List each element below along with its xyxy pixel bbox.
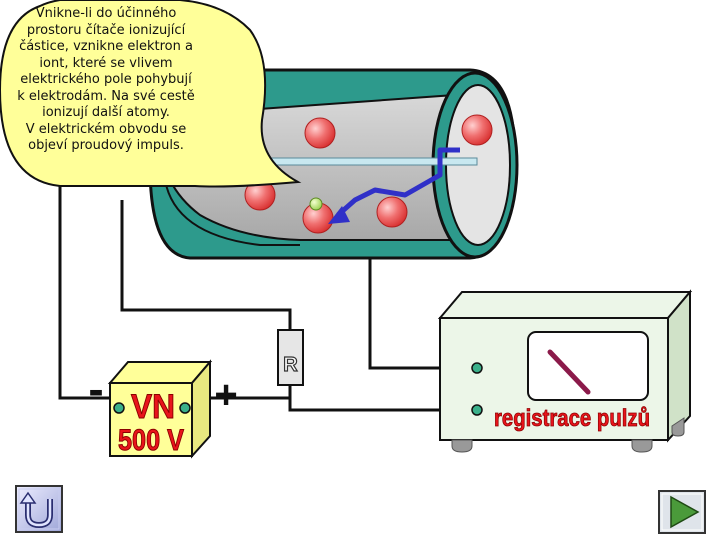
register-foot-back <box>671 417 685 437</box>
register-side <box>667 289 691 443</box>
register-foot-left <box>451 439 473 453</box>
psu-terminal-minus <box>113 402 125 414</box>
meter-needle <box>547 349 591 395</box>
psu-terminal-plus <box>179 402 191 414</box>
register-label: registrace pulzů <box>494 405 650 432</box>
tube-left-edge <box>164 179 300 246</box>
callout-bubble <box>0 0 302 188</box>
back-button[interactable] <box>15 485 63 533</box>
next-button[interactable] <box>658 490 706 534</box>
pulse-register: registrace pulzů <box>437 289 693 453</box>
positive-ion <box>376 196 408 228</box>
wire-cathode <box>120 200 292 330</box>
play-arrow-icon <box>670 495 700 529</box>
power-supply: VN 500 V - + <box>88 359 238 459</box>
positive-ion <box>461 114 493 146</box>
electron-path-arrow <box>336 147 460 217</box>
psu-label-vn: VN <box>131 388 175 426</box>
psu-label-voltage: 500 V <box>118 424 184 457</box>
register-terminal-bottom <box>471 404 483 416</box>
positive-ion <box>304 117 336 149</box>
anode-wire <box>254 157 478 166</box>
meter-window <box>527 331 649 401</box>
wire-plus-to-register <box>210 396 477 412</box>
resistor-label: R <box>283 354 298 376</box>
register-foot-right <box>631 439 653 453</box>
register-top <box>437 291 693 319</box>
psu-front <box>109 382 193 457</box>
callout-text: Vnikne-li do účinného prostoru čítače io… <box>17 6 195 153</box>
electron <box>309 197 323 211</box>
resistor: R <box>277 329 304 386</box>
wire-left-loop <box>58 150 110 400</box>
minus-sign: - <box>88 363 103 415</box>
return-arrow-icon <box>19 491 53 529</box>
electron-arrowhead <box>328 206 350 224</box>
plus-sign: + <box>214 373 237 417</box>
register-terminal-top <box>471 362 483 374</box>
resistor-body <box>277 329 304 386</box>
